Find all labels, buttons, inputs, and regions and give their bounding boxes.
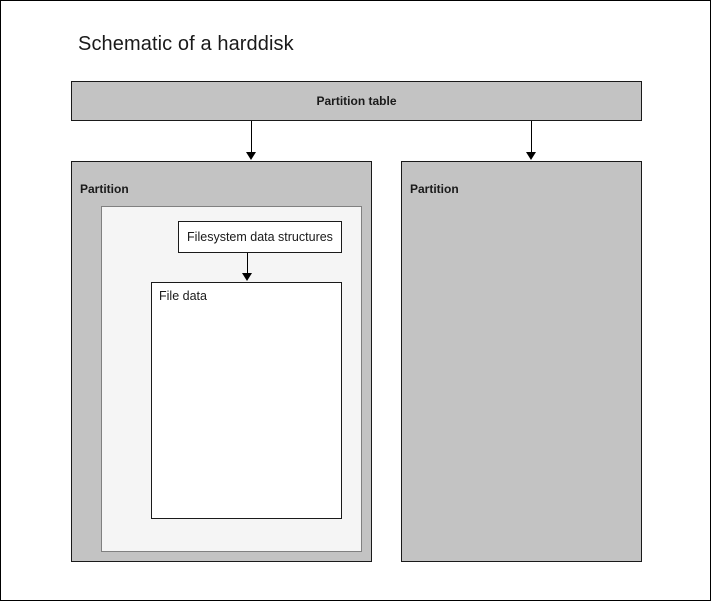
partition-table-label: Partition table <box>316 94 397 108</box>
partition-table-box[interactable]: Partition table <box>71 81 642 121</box>
arrow-to-file-data-head-icon <box>242 273 252 281</box>
arrow-to-partition-1-line <box>251 121 252 154</box>
arrow-to-file-data-line <box>247 253 248 275</box>
filesystem-data-structures-label: Filesystem data structures <box>187 230 333 244</box>
page-title: Schematic of a harddisk <box>78 33 294 55</box>
arrow-to-partition-2-head-icon <box>526 152 536 160</box>
partition-box-2[interactable]: Partition <box>401 161 642 562</box>
file-data-label: File data <box>159 289 207 303</box>
arrow-to-partition-2-line <box>531 121 532 154</box>
arrow-to-partition-1-head-icon <box>246 152 256 160</box>
filesystem-data-structures-box[interactable]: Filesystem data structures <box>178 221 342 253</box>
partition-1-label: Partition <box>80 182 129 196</box>
file-data-box[interactable]: File data <box>151 282 342 519</box>
partition-2-label: Partition <box>410 182 459 196</box>
